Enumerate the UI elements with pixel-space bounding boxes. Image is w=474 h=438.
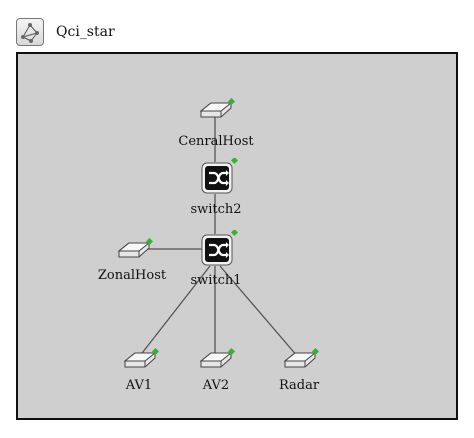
host-icon (283, 348, 320, 368)
label-switch1: switch1 (190, 273, 242, 288)
network-title: Qci_star (56, 24, 115, 40)
node-zonalhost[interactable] (116, 238, 154, 262)
host-icon (117, 238, 154, 258)
label-zonalhost: ZonalHost (97, 268, 167, 283)
host-icon (199, 348, 236, 368)
switch-icon (201, 230, 238, 266)
node-av1[interactable] (122, 348, 160, 372)
node-switch2[interactable] (200, 158, 238, 196)
host-icon (123, 348, 160, 368)
node-radar[interactable] (282, 348, 320, 372)
link-switch1-av1[interactable] (138, 265, 211, 358)
network-canvas[interactable]: CenralHost switch2 ZonalHost (16, 52, 458, 420)
network-icon[interactable] (16, 18, 44, 46)
node-cenralhost[interactable] (198, 98, 236, 122)
link-switch1-radar[interactable] (219, 265, 299, 358)
label-av2: AV2 (202, 378, 230, 393)
label-cenralhost: CenralHost (178, 134, 254, 149)
label-switch2: switch2 (190, 202, 242, 217)
label-radar: Radar (278, 378, 320, 393)
node-switch1[interactable] (200, 230, 238, 268)
links-layer (138, 112, 299, 358)
host-icon (199, 98, 236, 118)
switch-icon (201, 158, 238, 194)
node-av2[interactable] (198, 348, 236, 372)
label-av1: AV1 (125, 378, 153, 393)
